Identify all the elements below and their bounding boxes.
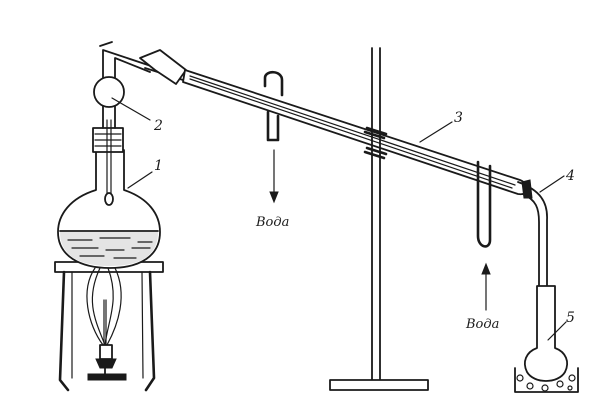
- leader-line-1: [127, 171, 153, 189]
- leader-line-2: [111, 97, 151, 121]
- support-stand: [329, 47, 429, 391]
- water-in-arrow: [481, 262, 491, 311]
- label-condenser: 3: [454, 110, 463, 126]
- label-receiver: 5: [566, 310, 575, 326]
- still-head: [93, 41, 152, 129]
- water-out-arrow: [269, 149, 279, 204]
- label-adapter: 4: [565, 168, 575, 184]
- receiver-flask: [514, 285, 579, 393]
- label-water-in: Вода: [465, 317, 499, 332]
- leader-line-5: [547, 321, 567, 341]
- round-bottom-flask: [57, 127, 161, 269]
- leader-line-3: [419, 121, 453, 143]
- label-water-out: Вода: [255, 215, 289, 230]
- label-thermometer: 2: [153, 118, 163, 134]
- liebig-condenser: [139, 49, 529, 248]
- label-flask: 1: [154, 158, 163, 174]
- leader-line-4: [539, 175, 565, 193]
- thermometer: [104, 119, 114, 206]
- adapter: [517, 179, 548, 291]
- burner: [86, 267, 127, 381]
